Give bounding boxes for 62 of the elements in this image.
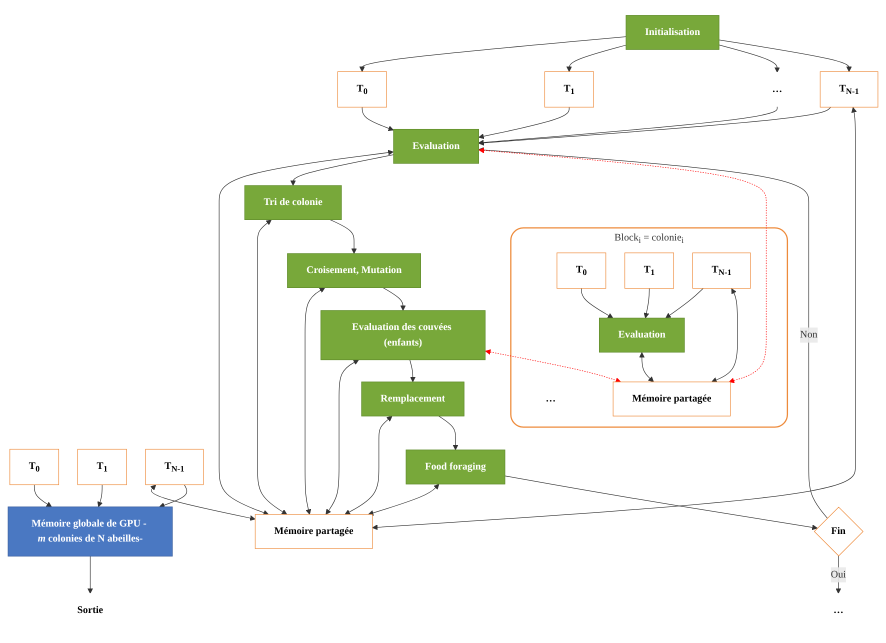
node-box: Remplacement [361, 382, 464, 416]
node-box: Tri de colonie [244, 185, 342, 220]
node-text: … [833, 604, 844, 616]
arrow [34, 484, 52, 508]
arrow [290, 154, 394, 186]
node-box: T$_{1}$ [77, 448, 127, 486]
arrow [485, 349, 622, 383]
arrow [218, 150, 394, 516]
node-box: Evaluation des couvées (enfants) [320, 310, 486, 360]
arrow [330, 219, 357, 254]
arrow [409, 359, 416, 382]
node-box: T$_{N-1}$ [820, 71, 878, 108]
arrow [150, 484, 256, 521]
arrow [478, 106, 570, 140]
arrow [836, 556, 842, 594]
arrow [257, 220, 288, 515]
node-box: Evaluation [393, 128, 479, 164]
arrow [644, 288, 650, 318]
node-box: Mémoire partagée [612, 382, 731, 416]
arrow [326, 360, 359, 515]
arrow [478, 106, 778, 146]
arrow [344, 416, 392, 515]
arrow [382, 287, 406, 311]
arrow [372, 107, 857, 530]
node-box: Food foraging [406, 450, 506, 484]
node-box: Initialisation [626, 15, 720, 50]
arrow [478, 106, 832, 146]
node-box: T$_{N-1}$ [692, 252, 751, 289]
arrow [718, 44, 780, 73]
node-diamond: Fin [814, 506, 864, 556]
edge-label: Non [800, 329, 818, 340]
arrow [478, 147, 828, 518]
node-box: T$_{0}$ [10, 448, 60, 486]
node-box: Mémoire partagée [254, 514, 373, 549]
node-text: Sortie [77, 604, 104, 616]
arrow [718, 40, 852, 72]
node-box: T$_{0}$ [337, 71, 387, 108]
node-box: T$_{N-1}$ [145, 448, 204, 486]
node-text: … [546, 393, 556, 404]
arrow [362, 106, 394, 131]
arrow [97, 484, 103, 508]
arrow [504, 476, 818, 530]
node-box: T$_{1}$ [624, 252, 674, 289]
edge-label: Oui [830, 569, 846, 580]
arrow [304, 288, 326, 515]
arrow [581, 288, 614, 318]
arrow [159, 484, 188, 508]
arrow [478, 148, 767, 384]
node-box: Mémoire globale de GPU - m colonies de N abeilles- [8, 506, 173, 556]
arrow [639, 352, 654, 382]
node-text: … [772, 84, 782, 94]
node-box: T$_{0}$ [556, 252, 606, 289]
arrow [87, 556, 93, 594]
arrow [368, 484, 440, 516]
node-box: Evaluation [599, 318, 685, 353]
arrow [711, 288, 738, 382]
arrow [438, 416, 458, 450]
arrow [665, 288, 704, 318]
arrow [566, 44, 626, 72]
node-box: T$_{1}$ [544, 71, 594, 108]
arrow [359, 36, 626, 72]
node-box: Croisement, Mutation [287, 253, 421, 288]
